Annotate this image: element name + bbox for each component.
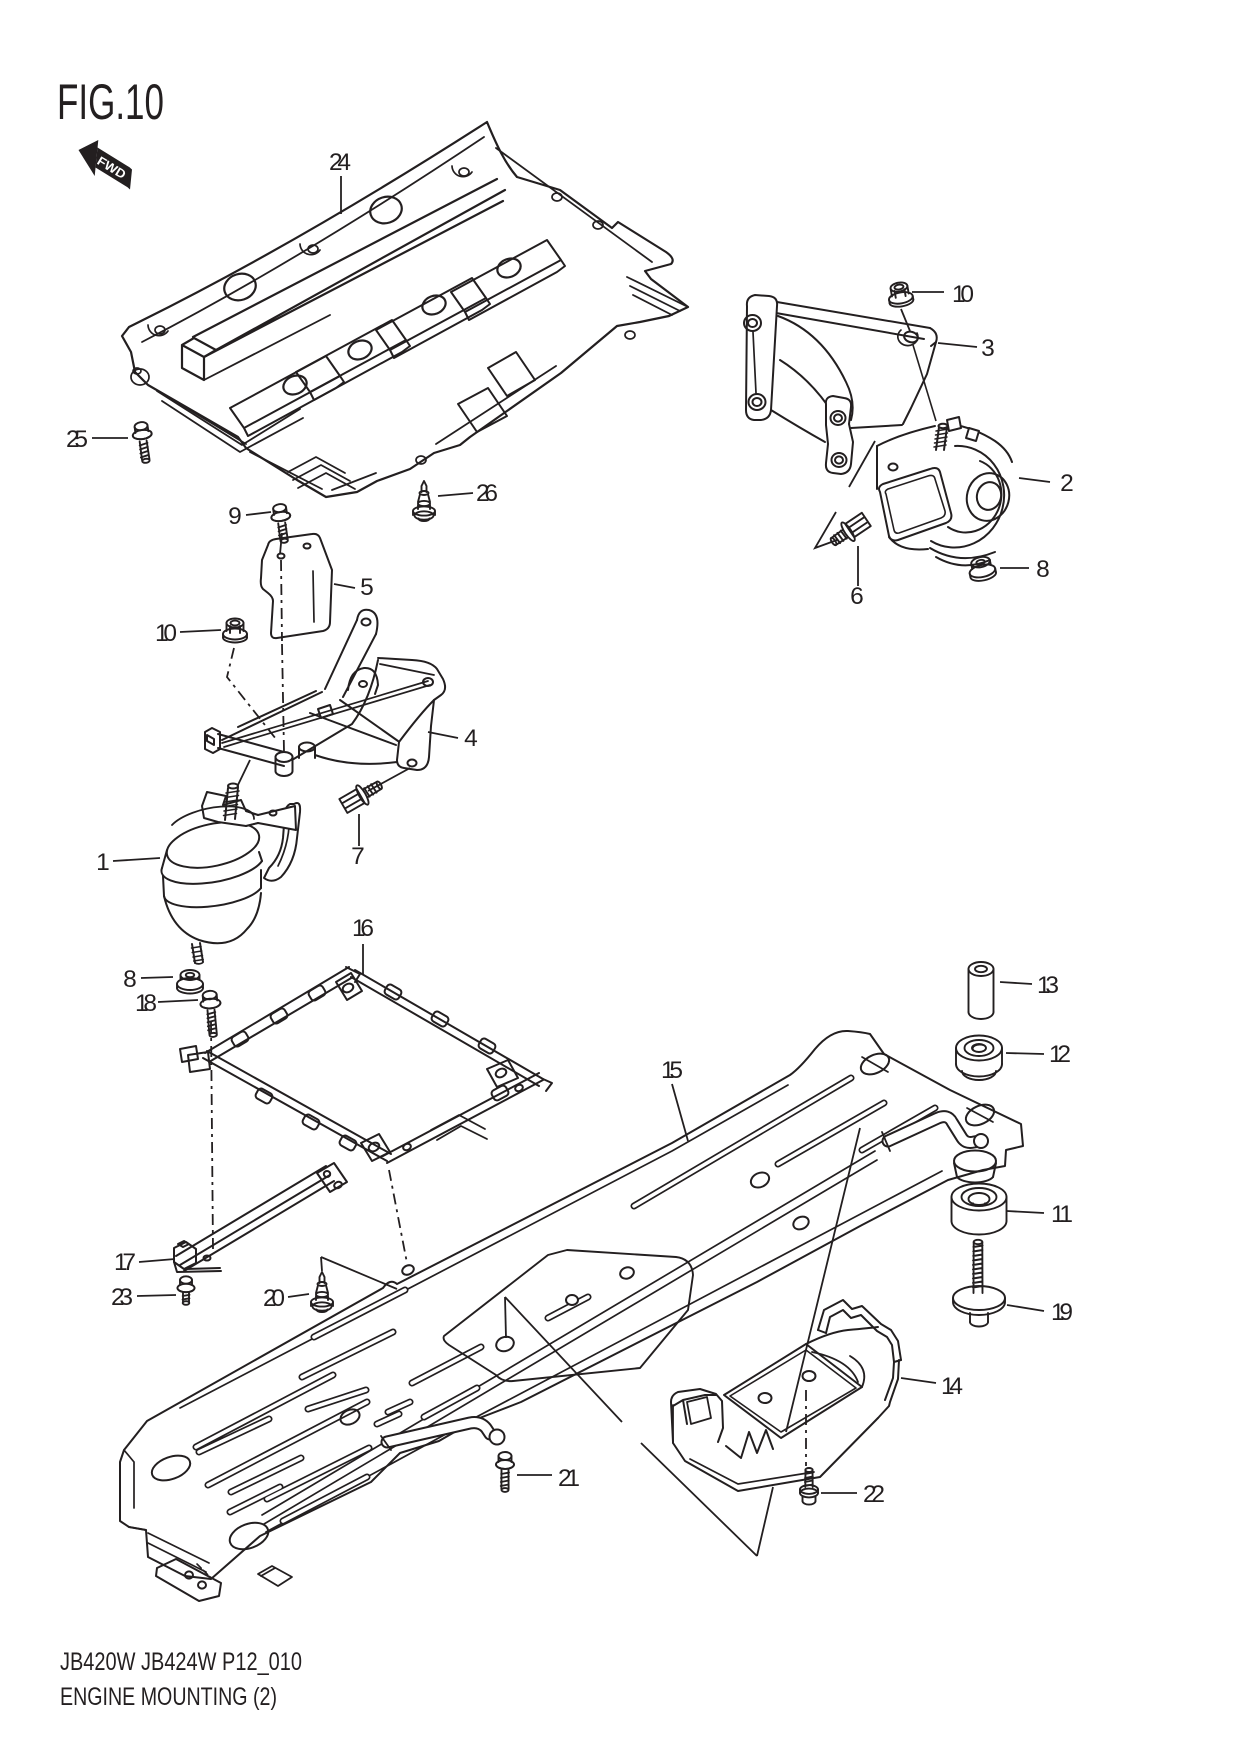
svg-text:22: 22	[863, 1481, 885, 1508]
svg-text:9: 9	[228, 503, 242, 530]
svg-text:26: 26	[476, 480, 498, 507]
svg-text:14: 14	[941, 1373, 963, 1400]
svg-text:21: 21	[558, 1465, 580, 1492]
svg-text:JB420W JB424W P12_010: JB420W JB424W P12_010	[60, 1648, 302, 1676]
svg-text:ENGINE MOUNTING (2): ENGINE MOUNTING (2)	[60, 1683, 277, 1711]
svg-text:13: 13	[1037, 972, 1059, 999]
svg-text:10: 10	[952, 281, 974, 308]
svg-text:24: 24	[329, 149, 351, 176]
svg-text:2: 2	[1060, 470, 1074, 497]
svg-text:FIG.10: FIG.10	[57, 74, 164, 130]
svg-text:25: 25	[66, 426, 88, 453]
svg-text:5: 5	[360, 574, 374, 601]
svg-text:20: 20	[263, 1285, 285, 1312]
svg-text:8: 8	[123, 966, 137, 993]
svg-text:12: 12	[1049, 1041, 1071, 1068]
svg-text:23: 23	[111, 1284, 133, 1311]
svg-text:4: 4	[464, 725, 478, 752]
svg-text:11: 11	[1051, 1201, 1073, 1228]
svg-text:1: 1	[96, 849, 110, 876]
svg-text:15: 15	[661, 1057, 683, 1084]
svg-text:16: 16	[352, 915, 374, 942]
svg-text:10: 10	[155, 620, 177, 647]
svg-text:3: 3	[981, 335, 995, 362]
svg-text:6: 6	[850, 583, 864, 610]
svg-text:18: 18	[135, 990, 157, 1017]
svg-text:19: 19	[1051, 1299, 1073, 1326]
svg-text:17: 17	[114, 1249, 136, 1276]
svg-text:7: 7	[351, 843, 365, 870]
svg-text:8: 8	[1036, 556, 1050, 583]
